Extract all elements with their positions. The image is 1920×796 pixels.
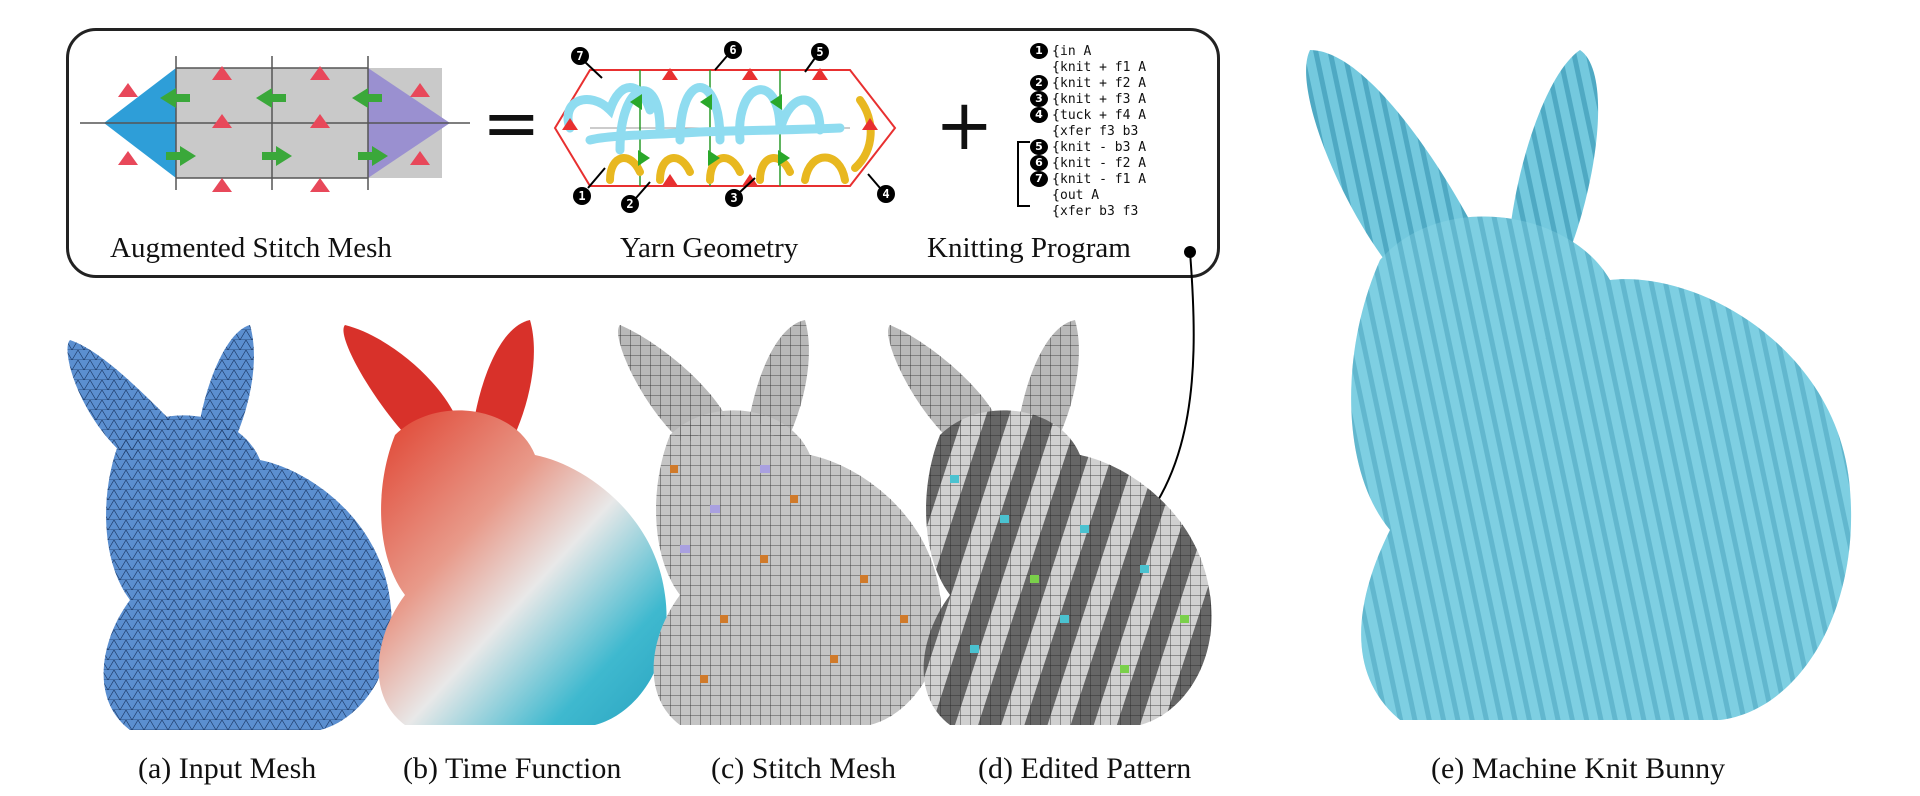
green-arrow-markers — [160, 88, 388, 166]
program-line: {out A — [1030, 187, 1210, 203]
equals-sign: = — [482, 82, 541, 164]
program-marker: 4 — [1030, 107, 1048, 123]
caption-machine-knit-bunny: (e) Machine Knit Bunny — [1431, 752, 1726, 785]
yarn-marker-4: 4 — [882, 187, 889, 201]
label-augmented-stitch-mesh: Augmented Stitch Mesh — [110, 232, 392, 264]
program-instruction: knit - f2 A — [1060, 155, 1147, 171]
program-marker: 6 — [1030, 155, 1048, 171]
program-instruction: knit + f1 A — [1060, 59, 1147, 75]
program-instruction: knit - b3 A — [1060, 139, 1147, 155]
label-yarn-geometry: Yarn Geometry — [620, 232, 799, 264]
bunny-time-function — [343, 320, 667, 725]
program-brace: { — [1052, 75, 1060, 91]
caption-stitch-mesh: (c) Stitch Mesh — [711, 752, 896, 785]
program-instruction: out A — [1060, 187, 1100, 203]
program-brace: { — [1052, 187, 1060, 203]
program-line: 4{tuck + f4 A — [1030, 107, 1210, 123]
yarn-marker-1: 1 — [578, 189, 585, 203]
yarn-red-markers — [562, 68, 878, 186]
yarn-geometry-diagram: 7 6 5 1 2 3 4 — [553, 41, 897, 213]
program-instruction: xfer f3 b3 — [1060, 123, 1139, 139]
red-triangle-markers — [118, 66, 430, 192]
program-marker: 1 — [1030, 43, 1048, 59]
program-brace: { — [1052, 91, 1060, 107]
program-line: 3{knit + f3 A — [1030, 91, 1210, 107]
yarn-green-markers — [630, 94, 790, 166]
yarn-marker-5: 5 — [816, 45, 823, 59]
program-marker: 5 — [1030, 139, 1048, 155]
label-knitting-program: Knitting Program — [927, 232, 1131, 264]
program-line: 5{knit - b3 A — [1030, 139, 1210, 155]
program-brace: { — [1052, 155, 1060, 171]
program-bracket — [1017, 141, 1030, 207]
program-brace: { — [1052, 43, 1060, 59]
program-line: 1{in A — [1030, 43, 1210, 59]
program-marker — [1030, 59, 1048, 75]
caption-time-function: (b) Time Function — [403, 752, 622, 785]
program-instruction: tuck + f4 A — [1060, 107, 1147, 123]
program-marker: 7 — [1030, 171, 1048, 187]
augmented-stitch-mesh-diagram — [80, 56, 470, 192]
program-marker: 2 — [1030, 75, 1048, 91]
program-brace: { — [1052, 123, 1060, 139]
program-brace: { — [1052, 139, 1060, 155]
yarn-marker-6: 6 — [729, 43, 736, 57]
caption-input-mesh: (a) Input Mesh — [138, 752, 317, 785]
stitch-irregular-faces — [670, 465, 908, 683]
yarn-loops-lower — [606, 96, 875, 184]
program-brace: { — [1052, 203, 1060, 219]
yarn-loops-upper — [563, 83, 845, 155]
edited-pattern-colored-faces — [950, 475, 1189, 673]
program-brace: { — [1052, 59, 1060, 75]
bunny-input-mesh — [67, 325, 392, 730]
program-line: 6{knit - f2 A — [1030, 155, 1210, 171]
program-line: {xfer b3 f3 — [1030, 203, 1210, 219]
yarn-numbered-markers: 7 6 5 1 2 3 4 — [571, 41, 895, 213]
yarn-marker-2: 2 — [626, 197, 633, 211]
program-brace: { — [1052, 107, 1060, 123]
caption-edited-pattern: (d) Edited Pattern — [978, 752, 1192, 785]
program-line: 2{knit + f2 A — [1030, 75, 1210, 91]
program-instruction: in A — [1060, 43, 1092, 59]
program-instruction: knit - f1 A — [1060, 171, 1147, 187]
program-marker — [1030, 123, 1048, 139]
plus-sign: + — [935, 84, 994, 166]
yarn-marker-7: 7 — [576, 49, 583, 63]
program-instruction: knit + f2 A — [1060, 75, 1147, 91]
program-instruction: xfer b3 f3 — [1060, 203, 1139, 219]
bunny-edited-pattern — [888, 320, 1212, 725]
bunny-stitch-mesh — [618, 320, 942, 725]
program-line: {knit + f1 A — [1030, 59, 1210, 75]
program-line: {xfer f3 b3 — [1030, 123, 1210, 139]
yarn-marker-3: 3 — [730, 191, 737, 205]
program-line: 7{knit - f1 A — [1030, 171, 1210, 187]
program-brace: { — [1052, 171, 1060, 187]
program-marker: 3 — [1030, 91, 1048, 107]
bunny-machine-knit — [1306, 50, 1852, 720]
program-instruction: knit + f3 A — [1060, 91, 1147, 107]
